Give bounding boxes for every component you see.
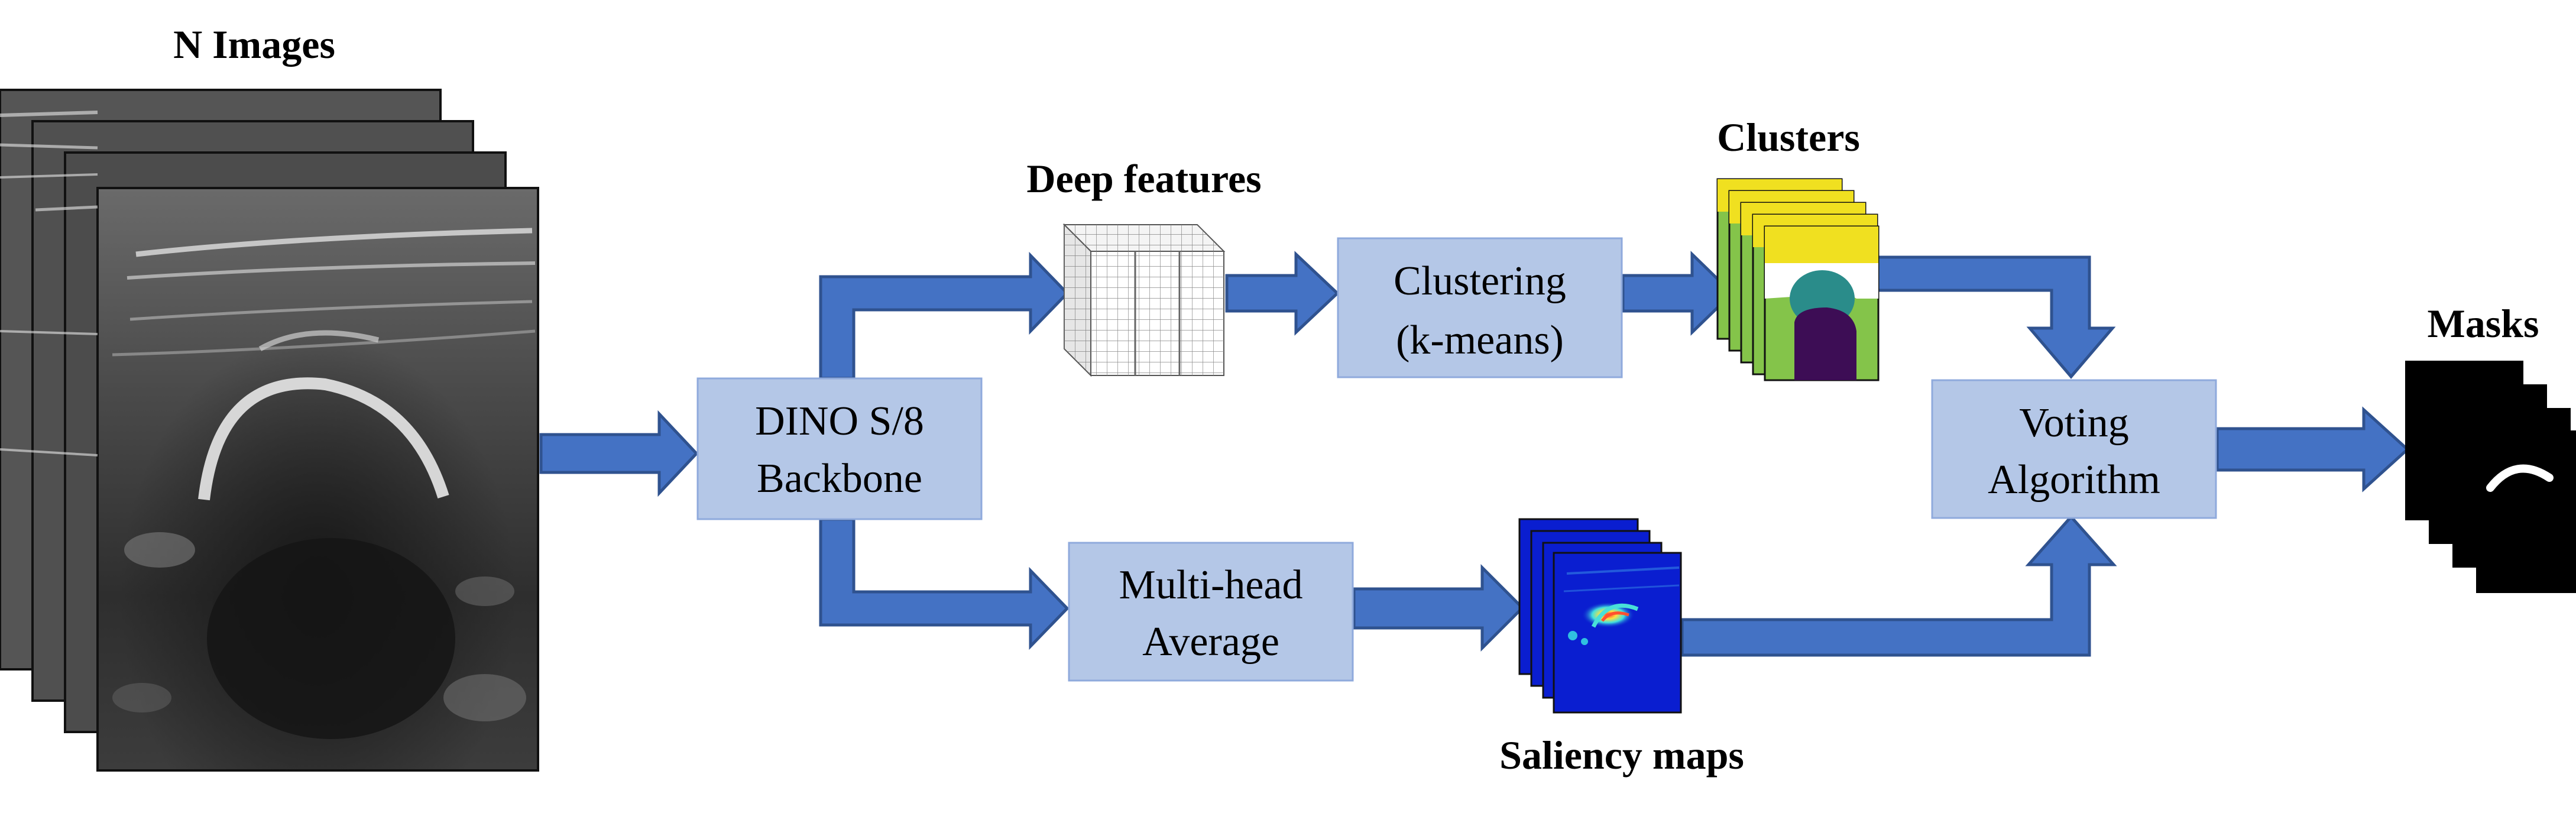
masks-stack [2405,361,2576,593]
arrow-clusters-to-voting [1876,255,2116,379]
dino-backbone-box: DINO S/8 Backbone [696,377,983,520]
arrow-clustering-to-clusters [1621,251,1735,336]
masks-label: Masks [2428,301,2539,346]
arrow-dino-to-deep-features [819,251,1070,380]
dino-box-line1: DINO S/8 [755,399,924,444]
voting-box-line1: Voting [2019,400,2128,446]
clustering-box-line2: (k-means) [1396,318,1564,363]
clusters-label: Clusters [1717,115,1860,160]
clustering-box-line1: Clustering [1394,258,1566,304]
cluster-map [1764,225,1880,381]
arrows [539,251,2410,657]
deep-features-label: Deep features [1026,156,1261,201]
saliency-map [1553,552,1682,714]
ultrasound-image [96,187,539,772]
multihead-box-line1: Multi-head [1119,562,1302,608]
saliency-maps-stack: Saliency maps [1499,518,1744,778]
multihead-box-line2: Average [1142,619,1279,665]
arrow-images-to-dino [539,410,699,497]
voting-box-line2: Algorithm [1988,457,2160,503]
ultrasound-image-stack [0,89,539,772]
n-images-label: N Images [173,22,335,67]
dino-box-line2: Backbone [757,456,922,501]
clustering-box: Clustering (k-means) [1337,237,1623,378]
arrow-features-to-clustering [1225,251,1340,336]
saliency-maps-label: Saliency maps [1499,733,1744,778]
arrow-saliency-to-voting [1680,514,2117,657]
deep-features-cube [1062,223,1226,377]
multihead-average-box: Multi-head Average [1068,542,1354,682]
arrow-dino-to-multihead [819,517,1070,650]
arrow-multihead-to-saliency [1352,563,1525,652]
voting-algorithm-box: Voting Algorithm [1931,379,2217,519]
arrow-voting-to-masks [2215,406,2410,493]
clusters-stack [1716,178,1880,381]
